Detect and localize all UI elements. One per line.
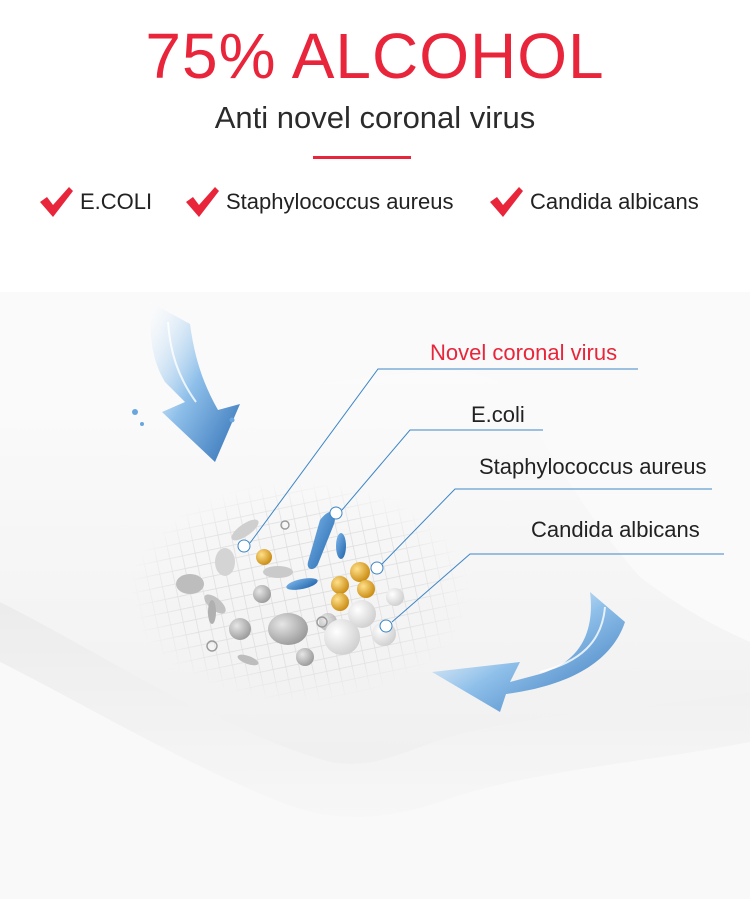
callout-leaders (237, 368, 724, 633)
checkmark-icon (490, 187, 523, 217)
fiber-mesh (120, 472, 480, 712)
callout-candida-albicans: Candida albicans (531, 517, 700, 542)
callout-staphylococcus-aureus: Staphylococcus aureus (479, 454, 707, 479)
claim-candida: Candida albicans (488, 182, 699, 222)
claim-e-coli: E.COLI (38, 182, 152, 222)
callout-novel-coronal-virus: Novel coronal virus (430, 340, 618, 365)
callout-e-coli: E.coli (471, 402, 525, 427)
water-flow-arrow-icon (432, 592, 625, 712)
claim-label: E.COLI (80, 189, 153, 214)
divider (313, 156, 411, 159)
wipe-illustration (0, 292, 750, 899)
checkmark-icon (186, 187, 219, 217)
claim-label: Staphylococcus aureus (226, 189, 454, 214)
germ-cluster (176, 511, 404, 666)
checkmark-icon (40, 187, 73, 217)
claim-staphylococcus: Staphylococcus aureus (184, 182, 453, 222)
headline: 75% ALCOHOL (145, 20, 605, 92)
claim-label: Candida albicans (530, 189, 699, 214)
water-flow-arrow-icon (132, 302, 240, 462)
subheadline: Anti novel coronal virus (214, 100, 536, 135)
